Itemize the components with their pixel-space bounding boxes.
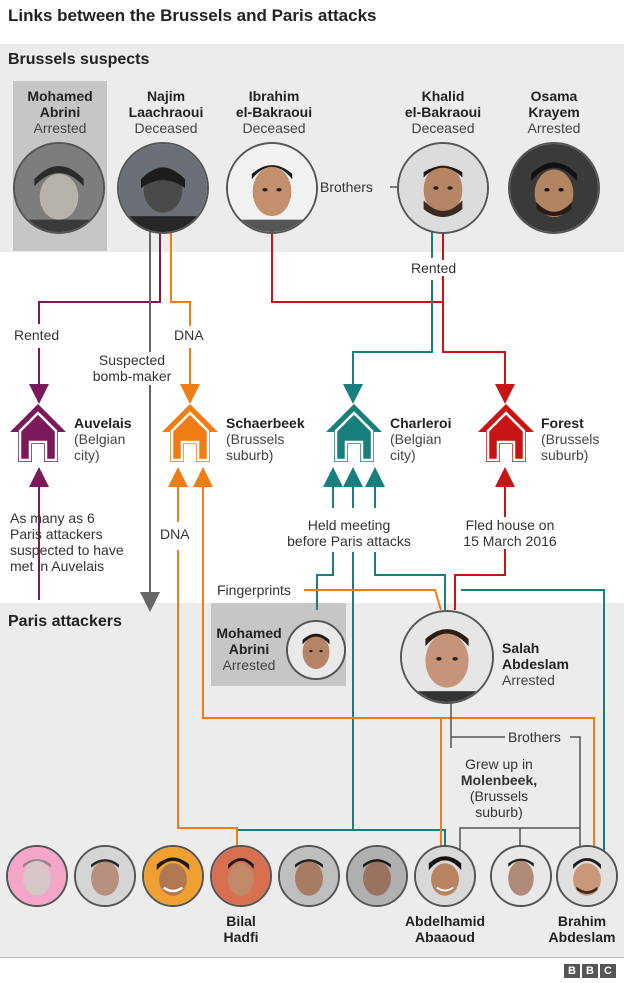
house-icon-schaerbeek bbox=[160, 400, 220, 464]
attacker-photo-1 bbox=[6, 845, 68, 907]
fingerprints-label: Fingerprints bbox=[214, 582, 294, 598]
attacker-photo-2 bbox=[74, 845, 136, 907]
paris-abrini-photo bbox=[286, 620, 346, 680]
suspect-photo-najim-laachraoui bbox=[117, 142, 209, 234]
bbc-logo-b1: B bbox=[564, 964, 580, 978]
attacker-photo-brahim-abdeslam bbox=[556, 845, 618, 907]
suspect-photo-khalid-el-bakraoui bbox=[397, 142, 489, 234]
bottom-rule bbox=[0, 957, 624, 958]
bbc-logo: B B C bbox=[564, 964, 616, 978]
house-icon-charleroi bbox=[324, 400, 384, 464]
bbc-logo-c: C bbox=[600, 964, 616, 978]
house-icon-auvelais bbox=[8, 400, 68, 464]
dna-label-top: DNA bbox=[174, 327, 204, 343]
brothers-label-bottom: Brothers bbox=[506, 729, 563, 745]
page-title: Links between the Brussels and Paris att… bbox=[8, 6, 377, 25]
attacker-photo-8 bbox=[490, 845, 552, 907]
molenbeek-label: Grew up in Molenbeek, (Brussels suburb) bbox=[454, 756, 544, 820]
salah-abdeslam-photo bbox=[400, 610, 494, 704]
paris-section-heading: Paris attackers bbox=[8, 613, 122, 630]
attacker-photo-6 bbox=[346, 845, 408, 907]
attacker-photo-3 bbox=[142, 845, 204, 907]
suspect-photo-ibrahim-el-bakraoui bbox=[226, 142, 318, 234]
brussels-section-heading: Brussels suspects bbox=[8, 51, 150, 68]
attacker-photo-abdelhamid-abaaoud bbox=[414, 845, 476, 907]
dna-label-bottom: DNA bbox=[160, 526, 190, 542]
rented-label-khalid: Rented bbox=[411, 260, 457, 276]
auvelais-note: As many as 6 Paris attackers suspected t… bbox=[10, 510, 124, 574]
house-icon-forest bbox=[476, 400, 536, 464]
suspect-photo-osama-krayem bbox=[508, 142, 600, 234]
suspect-photo-mohamed-abrini bbox=[13, 142, 105, 234]
bbc-logo-b2: B bbox=[582, 964, 598, 978]
attacker-photo-bilal-hadfi bbox=[210, 845, 272, 907]
brothers-label-top: Brothers bbox=[318, 179, 375, 195]
attacker-photo-5 bbox=[278, 845, 340, 907]
rented-label-abrini: Rented bbox=[14, 327, 60, 343]
